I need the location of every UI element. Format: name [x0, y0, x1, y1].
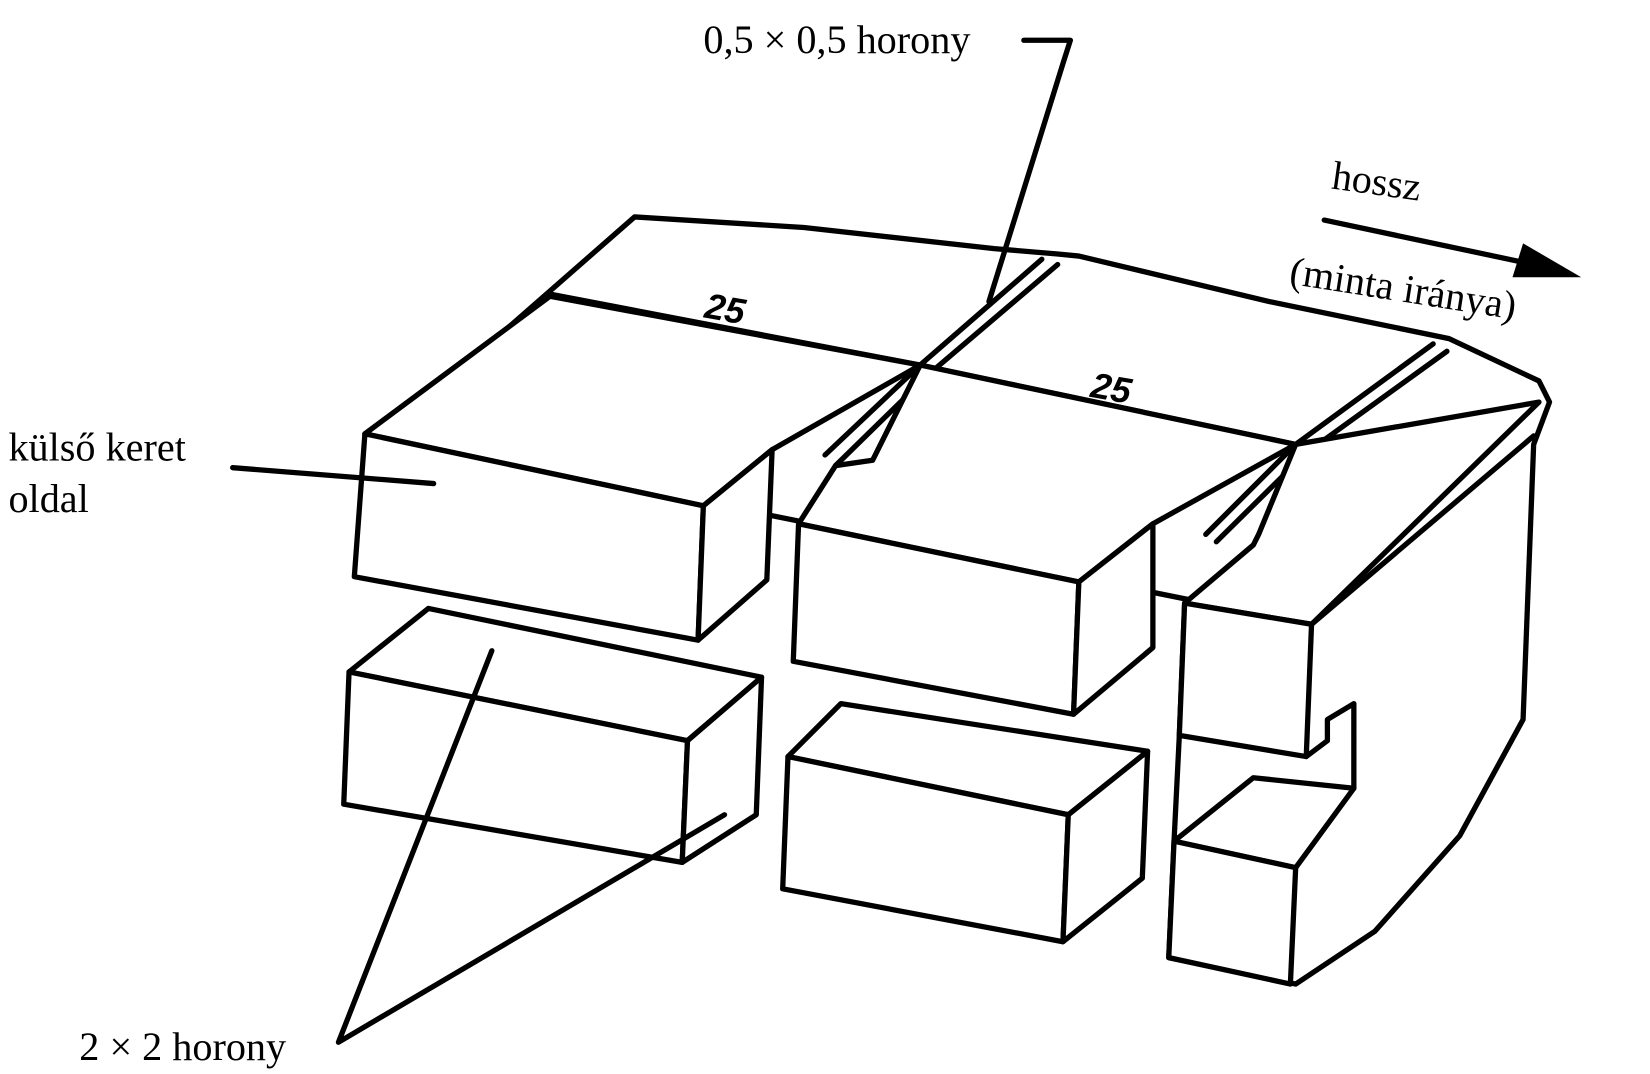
block-lower-left-side: [679, 674, 765, 866]
leader-large-groove: [335, 648, 728, 1045]
leader-small-groove: [986, 37, 1074, 305]
dimension-left: 25: [701, 285, 749, 333]
leader-outer-frame: [230, 465, 437, 487]
label-large-groove: 2 × 2 horony: [79, 1024, 286, 1069]
block-lower-right-front: [1166, 838, 1299, 987]
label-outer-frame-line1: külső keret: [8, 424, 185, 469]
block-lower-middle-side: [1060, 748, 1151, 945]
block-upper-middle-side: [1070, 521, 1156, 717]
label-outer-frame-line2: oldal: [8, 476, 88, 521]
length-direction-arrow-line: [1321, 217, 1537, 268]
dimension-right: 25: [1087, 364, 1135, 412]
block-upper-right-front: [1176, 600, 1315, 760]
block-upper-left-side: [695, 447, 775, 643]
length-direction-arrow-head: [1512, 243, 1582, 278]
label-small-groove: 0,5 × 0,5 horony: [703, 17, 970, 62]
label-length: hossz: [1329, 153, 1424, 210]
